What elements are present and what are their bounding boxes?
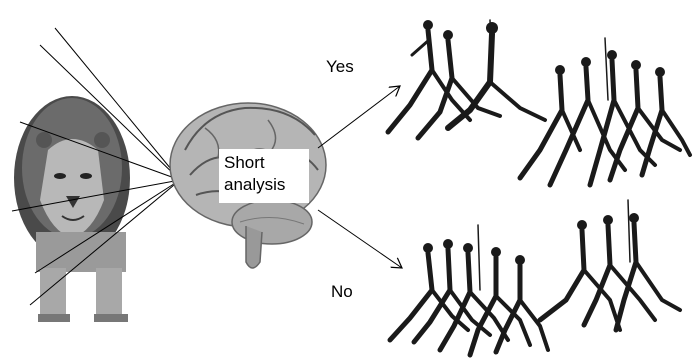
no-label: No: [331, 282, 353, 301]
yes-arrow: [317, 86, 400, 149]
lion-image: [14, 96, 130, 322]
analysis-box-line1: Short: [224, 153, 265, 172]
hunters-top-image: [385, 19, 692, 188]
hunters-bottom-image: [387, 199, 682, 358]
yes-label: Yes: [326, 57, 354, 76]
short-analysis-box: Short analysis: [219, 149, 309, 203]
analysis-box-line2: analysis: [224, 175, 286, 194]
perception-lines: [11, 27, 181, 306]
no-arrow: [317, 209, 402, 268]
